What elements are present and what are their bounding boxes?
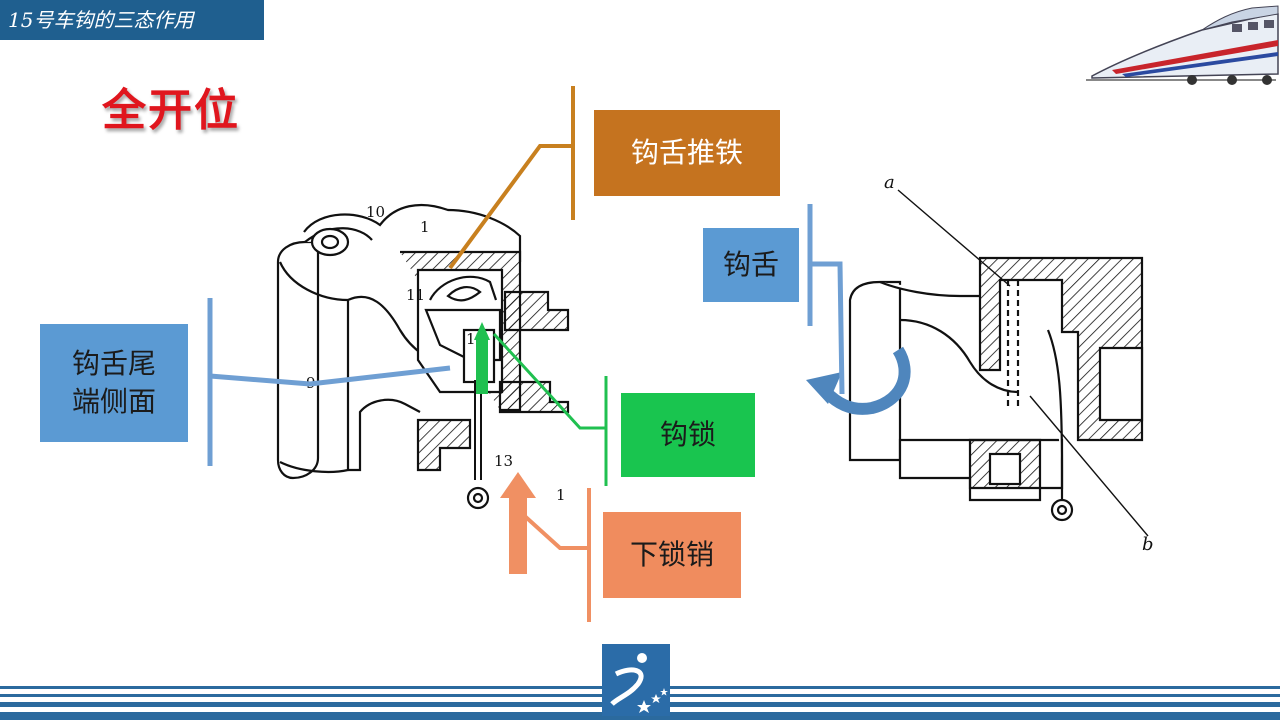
leader-salmon [500, 472, 591, 622]
leader-blue-right [807, 204, 845, 395]
label-tuitie-text: 钩舌推铁 [630, 136, 743, 169]
label-gousuo-text: 钩锁 [659, 418, 716, 451]
part-number-1: 1 [420, 218, 430, 236]
header-tab: 15号车钩的三态作用 [0, 0, 264, 40]
label-goushe: 钩舌 [703, 228, 799, 302]
footer-line-4 [0, 712, 1280, 720]
label-weiduan-line2: 端侧面 [71, 385, 156, 418]
university-logo-icon [602, 644, 670, 716]
left-coupler-drawing [276, 203, 570, 510]
point-label-b: b [1142, 534, 1154, 555]
leader-orange [448, 86, 575, 270]
label-goushe-text: 钩舌 [722, 248, 779, 281]
label-gousuo: 钩锁 [621, 393, 755, 477]
part-number-10: 10 [366, 203, 385, 221]
slide-title: 全开位 [102, 85, 240, 136]
label-gousbe-tuitie: 钩舌推铁 [594, 110, 780, 196]
right-coupler-section [848, 189, 1149, 537]
leader-blue-left [207, 298, 451, 466]
part-number-11: 11 [406, 286, 425, 304]
rotation-arrow [806, 346, 911, 415]
label-goushe-weiduan: 钩舌尾 端侧面 [40, 324, 188, 442]
train-image [1082, 0, 1280, 90]
label-weiduan-line1: 钩舌尾 [71, 347, 156, 380]
header-tab-title: 15号车钩的三态作用 [8, 8, 194, 32]
part-number-1b: 1 [556, 486, 566, 504]
label-xiasuoxiao-text: 下锁销 [629, 538, 714, 571]
part-number-13: 13 [494, 452, 513, 470]
point-label-a: a [884, 172, 895, 193]
leader-green [474, 322, 608, 486]
label-xiasuoxiao: 下锁销 [603, 512, 741, 598]
